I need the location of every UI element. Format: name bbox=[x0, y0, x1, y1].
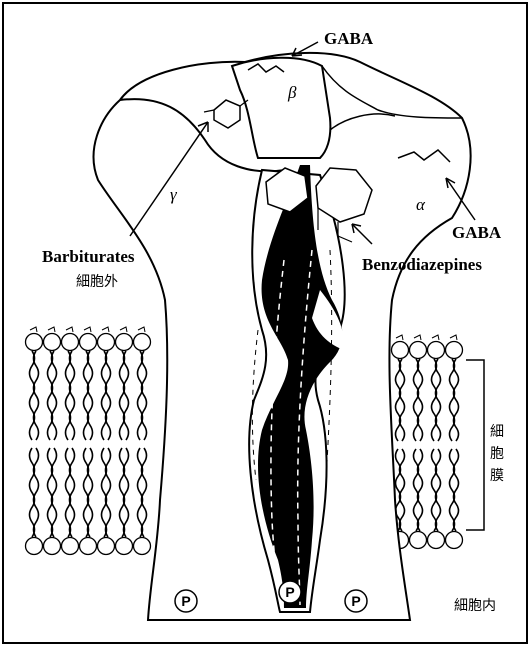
extracellular-label: 細胞外 bbox=[76, 274, 118, 290]
lipid-tail bbox=[454, 449, 459, 531]
lipid-tail bbox=[30, 448, 35, 537]
lipid-head bbox=[134, 334, 151, 351]
lipid-tail bbox=[66, 351, 71, 440]
lipid-tail bbox=[432, 359, 437, 441]
lipid-tail bbox=[102, 448, 107, 537]
lipid-tail bbox=[450, 449, 455, 531]
lipid-tail bbox=[436, 449, 441, 531]
membrane-label-1: 細 bbox=[490, 424, 504, 440]
membrane-bracket bbox=[466, 360, 484, 530]
lipid-tail bbox=[106, 351, 111, 440]
lipid-tail bbox=[102, 351, 107, 440]
lipid-head bbox=[98, 538, 115, 555]
lipid-tail bbox=[454, 359, 459, 441]
lipid-head bbox=[392, 342, 409, 359]
lipid-tail bbox=[66, 448, 71, 537]
lipid-tail bbox=[124, 448, 129, 537]
lipid-tail bbox=[88, 351, 93, 440]
intracellular-label: 細胞内 bbox=[454, 598, 496, 614]
lipid-head bbox=[62, 538, 79, 555]
barbiturates-label: Barbiturates bbox=[42, 247, 135, 266]
phospho-site-left: P bbox=[175, 590, 197, 612]
lipid-tail bbox=[120, 351, 125, 440]
lipid-tail bbox=[436, 359, 441, 441]
lipid-tail bbox=[414, 449, 419, 531]
lipid-head bbox=[410, 532, 427, 549]
lipid-tail bbox=[124, 351, 129, 440]
membrane-bilayer-left bbox=[26, 327, 151, 555]
lipid-head bbox=[62, 334, 79, 351]
lipid-tail bbox=[52, 351, 57, 440]
membrane-label-2: 胞 bbox=[490, 446, 504, 462]
lipid-tail bbox=[34, 351, 39, 440]
membrane-label-3: 膜 bbox=[490, 468, 504, 484]
lipid-tail bbox=[30, 351, 35, 440]
lipid-tail bbox=[48, 448, 53, 537]
lipid-head bbox=[446, 532, 463, 549]
lipid-tail bbox=[418, 449, 423, 531]
lipid-head bbox=[116, 334, 133, 351]
lipid-tail bbox=[396, 359, 401, 441]
phospho-site-center: P bbox=[279, 581, 301, 603]
lipid-tail bbox=[138, 351, 143, 440]
lipid-tail bbox=[400, 449, 405, 531]
beta-label: β bbox=[287, 83, 297, 102]
svg-text:P: P bbox=[285, 584, 294, 600]
membrane-bilayer-right bbox=[392, 335, 463, 549]
lipid-tail bbox=[138, 448, 143, 537]
gaba-label-top: GABA bbox=[324, 29, 374, 48]
lipid-tail bbox=[432, 449, 437, 531]
lipid-tail bbox=[48, 351, 53, 440]
lipid-tail bbox=[52, 448, 57, 537]
alpha-label: α bbox=[416, 195, 426, 214]
lipid-head bbox=[26, 538, 43, 555]
lipid-tail bbox=[70, 448, 75, 537]
lipid-tail bbox=[400, 359, 405, 441]
lipid-head bbox=[428, 532, 445, 549]
lipid-head bbox=[428, 342, 445, 359]
lipid-head bbox=[80, 334, 97, 351]
lipid-head bbox=[446, 342, 463, 359]
lipid-head bbox=[410, 342, 427, 359]
lipid-tail bbox=[414, 359, 419, 441]
lipid-head bbox=[80, 538, 97, 555]
lipid-tail bbox=[418, 359, 423, 441]
lipid-head bbox=[26, 334, 43, 351]
lipid-tail bbox=[70, 351, 75, 440]
lipid-head bbox=[134, 538, 151, 555]
phospho-site-right: P bbox=[345, 590, 367, 612]
lipid-head bbox=[44, 538, 61, 555]
lipid-tail bbox=[120, 448, 125, 537]
benzodiazepines-label: Benzodiazepines bbox=[362, 255, 482, 274]
lipid-tail bbox=[34, 448, 39, 537]
svg-text:P: P bbox=[181, 593, 190, 609]
lipid-head bbox=[98, 334, 115, 351]
gaba-label-right: GABA bbox=[452, 223, 502, 242]
lipid-tail bbox=[106, 448, 111, 537]
lipid-tail bbox=[142, 351, 147, 440]
lipid-tail bbox=[142, 448, 147, 537]
lipid-tail bbox=[88, 448, 93, 537]
lipid-head bbox=[44, 334, 61, 351]
lipid-tail bbox=[450, 359, 455, 441]
svg-text:P: P bbox=[351, 593, 360, 609]
lipid-tail bbox=[84, 351, 89, 440]
lipid-tail bbox=[84, 448, 89, 537]
lipid-head bbox=[116, 538, 133, 555]
